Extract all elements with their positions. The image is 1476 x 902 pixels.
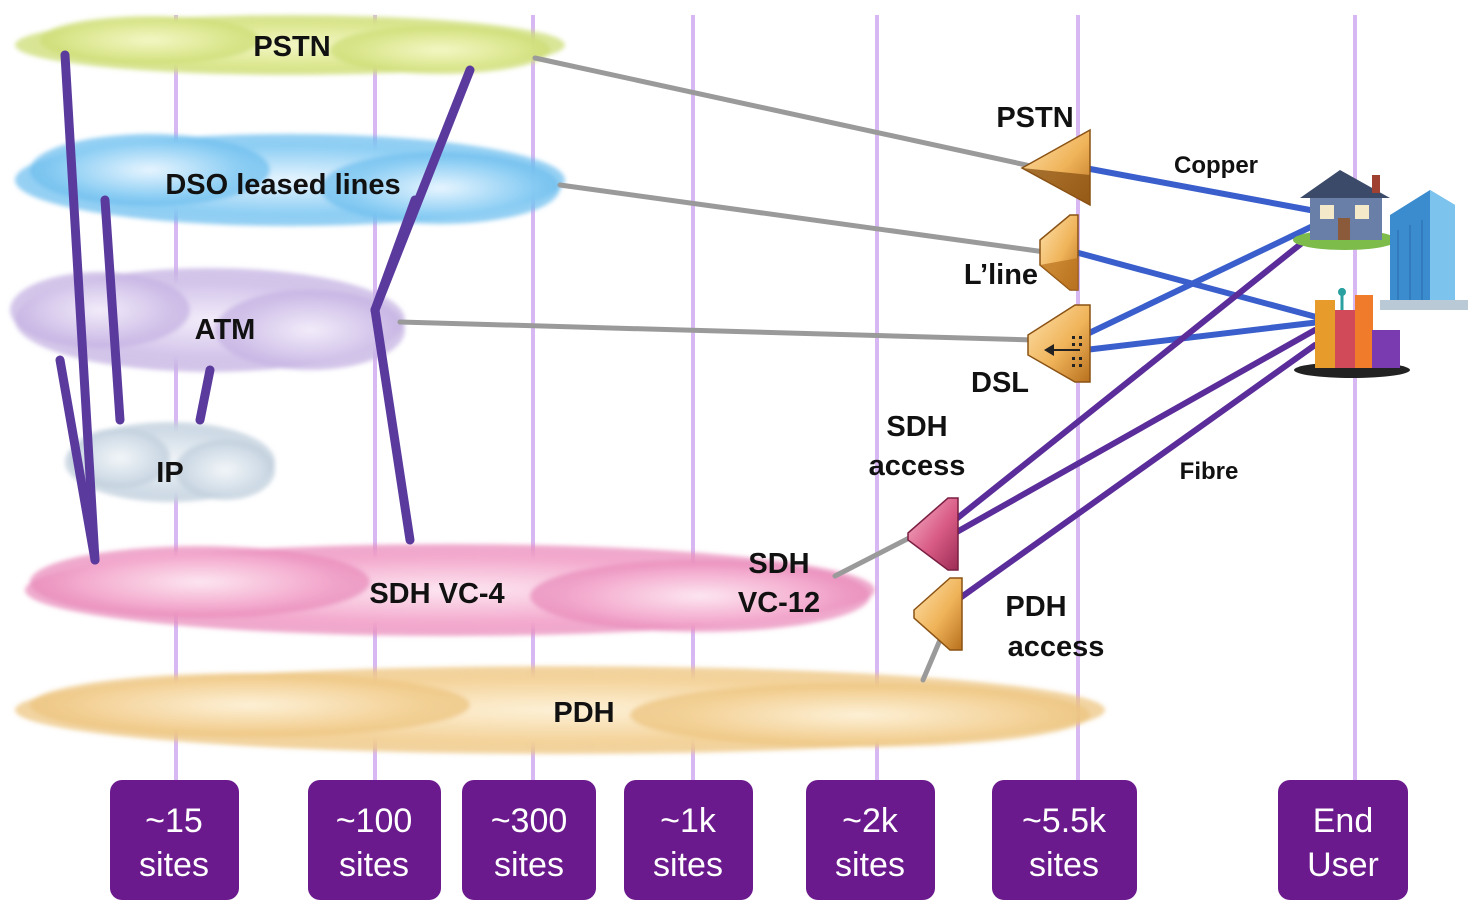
ip-cloud — [65, 422, 275, 502]
tier-box-1k-line2: sites — [653, 846, 723, 884]
sdh-access-label-line2: access — [869, 450, 966, 482]
tier-box-2k: ~2k sites — [806, 780, 935, 900]
tier-box-1k-line1: ~1k — [660, 802, 717, 840]
tier-box-1k: ~1k sites — [624, 780, 753, 900]
pstn-cloud — [15, 15, 565, 75]
tier-box-300-line1: ~300 — [491, 802, 568, 840]
atm-cloud-label: ATM — [195, 314, 256, 346]
tier-box-100-line1: ~100 — [336, 802, 413, 840]
pdh-access-node-icon — [913, 577, 963, 651]
fibre-label: Fibre — [1180, 458, 1239, 485]
tier-box-100-line2: sites — [339, 846, 409, 884]
grey-access-links — [397, 55, 1048, 683]
tier-box-100: ~100 sites — [308, 780, 441, 900]
pstn-device-label: PSTN — [996, 102, 1073, 134]
tier-box-15-line2: sites — [139, 846, 209, 884]
tier-box-end-user-line2: User — [1307, 846, 1379, 884]
leased-line-node-icon — [1039, 214, 1079, 291]
copper-links — [1072, 165, 1323, 353]
sdh-vc12-label-line1: SDH — [748, 548, 809, 580]
ip-cloud-label: IP — [156, 457, 183, 489]
dso-leased-lines-cloud — [15, 134, 565, 226]
dso-cloud-label: DSO leased lines — [165, 169, 400, 201]
sdh-vc4-cloud — [25, 544, 875, 636]
sdh-vc12-label-line2: VC-12 — [738, 587, 820, 619]
sdh-vc4-cloud-label: SDH VC-4 — [369, 578, 504, 610]
city-buildings-icon — [1294, 288, 1410, 378]
fibre-links — [952, 232, 1318, 601]
tier-box-2k-line2: sites — [835, 846, 905, 884]
house-icon — [1293, 170, 1397, 250]
pdh-access-label-line2: access — [1008, 631, 1105, 663]
tier-box-300-line2: sites — [494, 846, 564, 884]
pdh-access-label-line1: PDH — [1005, 591, 1066, 623]
tier-box-5-5k-line1: ~5.5k — [1022, 802, 1107, 840]
sdh-access-node-icon — [907, 497, 959, 571]
tier-box-2k-line1: ~2k — [842, 802, 899, 840]
pstn-switch-icon — [1020, 128, 1091, 207]
lline-device-label: L’line — [964, 259, 1038, 291]
core-interconnects — [55, 50, 475, 565]
dsl-device-label: DSL — [971, 367, 1029, 399]
sdh-access-label-line1: SDH — [886, 411, 947, 443]
copper-label: Copper — [1174, 152, 1258, 179]
tier-box-5-5k: ~5.5k sites — [992, 780, 1137, 900]
pstn-cloud-label: PSTN — [253, 31, 330, 63]
pdh-cloud-label: PDH — [553, 697, 614, 729]
tier-box-end-user: End User — [1278, 780, 1408, 900]
office-tower-icon — [1380, 190, 1468, 310]
tier-box-15-line1: ~15 — [145, 802, 203, 840]
tier-box-15: ~15 sites — [110, 780, 239, 900]
tier-box-end-user-line1: End — [1313, 802, 1374, 840]
tier-box-300: ~300 sites — [462, 780, 596, 900]
pdh-cloud — [15, 666, 1105, 754]
tier-box-5-5k-line2: sites — [1029, 846, 1099, 884]
dsl-node-icon — [1027, 304, 1091, 383]
